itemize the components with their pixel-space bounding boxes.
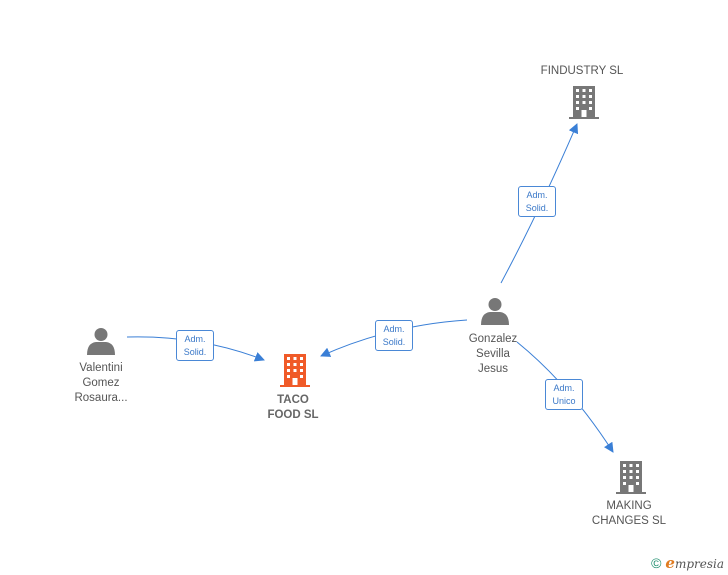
copyright-notice: ©empresia — [651, 554, 724, 572]
empresia-logo[interactable]: empresia — [665, 554, 724, 572]
edge-label-line: Adm. — [184, 334, 206, 344]
node-label-line: Jesus — [477, 363, 509, 375]
node-label-line: CHANGES SL — [591, 515, 667, 527]
node-label-gonzalez[interactable]: Gonzalez Sevilla Jesus — [448, 332, 538, 377]
node-label-line: Gomez — [82, 377, 120, 389]
node-label-line: Rosaura... — [74, 392, 128, 404]
edge-label-gonzalez-making[interactable]: Adm. Unico — [545, 379, 583, 410]
brand-initial: e — [665, 554, 675, 572]
node-label-line: Gonzalez — [468, 333, 518, 345]
node-label-valentini[interactable]: Valentini Gomez Rosaura... — [56, 361, 146, 406]
edge-label-line: Solid. — [183, 347, 207, 357]
building-icon — [569, 86, 599, 119]
person-icon — [481, 298, 509, 325]
node-label-taco-food[interactable]: TACO FOOD SL — [248, 393, 338, 423]
node-label-line: FINDUSTRY SL — [540, 65, 624, 77]
building-icon — [280, 354, 310, 387]
node-label-findustry[interactable]: FINDUSTRY SL — [522, 64, 642, 79]
node-label-line: Sevilla — [476, 348, 510, 360]
edge-label-line: Solid. — [525, 203, 549, 213]
node-label-line: MAKING — [606, 500, 652, 512]
brand-name: mpresia — [674, 557, 724, 571]
node-label-line: FOOD SL — [267, 409, 319, 421]
node-label-making-changes[interactable]: MAKING CHANGES SL — [584, 499, 674, 529]
edge-label-line: Unico — [552, 396, 576, 406]
node-label-line: TACO — [277, 394, 309, 406]
edge-label-line: Adm. — [383, 324, 405, 334]
edge-label-line: Adm. — [553, 383, 575, 393]
edge-label-line: Adm. — [526, 190, 548, 200]
edge-label-line: Solid. — [382, 337, 406, 347]
edge-label-gonzalez-findustry[interactable]: Adm. Solid. — [518, 186, 556, 217]
edge-label-gonzalez-taco[interactable]: Adm. Solid. — [375, 320, 413, 351]
copyright-icon: © — [651, 555, 662, 571]
node-label-line: Valentini — [79, 362, 123, 374]
building-icon — [616, 461, 646, 494]
person-icon — [87, 328, 115, 355]
edge-label-valentini-taco[interactable]: Adm. Solid. — [176, 330, 214, 361]
